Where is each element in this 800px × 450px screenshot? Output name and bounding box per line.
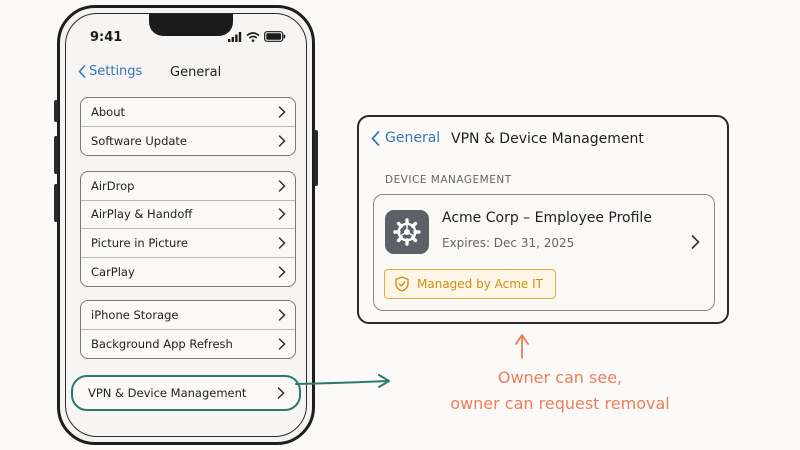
back-to-settings-button[interactable]: Settings (78, 64, 142, 79)
chevron-right-icon (278, 208, 286, 220)
battery-icon (264, 31, 286, 42)
teal-pointer-arrow (295, 374, 390, 388)
gear-icon (393, 218, 421, 246)
settings-item-iphone-storage[interactable]: iPhone Storage (81, 301, 295, 330)
chevron-right-icon (278, 237, 286, 249)
settings-item-label: VPN & Device Management (88, 386, 247, 400)
back-to-general-button[interactable]: General (371, 130, 440, 146)
chevron-right-icon (691, 235, 700, 249)
chevron-right-icon (277, 387, 285, 399)
chevron-left-icon (371, 130, 380, 146)
profile-name: Acme Corp – Employee Profile (442, 210, 652, 226)
shield-check-icon (395, 276, 409, 292)
settings-item-label: About (91, 104, 126, 119)
settings-group-3: iPhone Storage Background App Refresh (80, 300, 296, 359)
settings-item-label: AirDrop (91, 178, 135, 193)
phone-screen: 9:41 Settings (65, 13, 307, 437)
chevron-right-icon (278, 338, 286, 350)
chevron-left-icon (78, 65, 86, 78)
settings-item-picture-in-picture[interactable]: Picture in Picture (81, 229, 295, 258)
settings-item-label: iPhone Storage (91, 307, 179, 322)
settings-item-label: CarPlay (91, 264, 135, 279)
settings-item-software-update[interactable]: Software Update (81, 127, 295, 156)
settings-item-carplay[interactable]: CarPlay (81, 258, 295, 287)
status-icons (228, 31, 286, 42)
profile-expiry: Expires: Dec 31, 2025 (442, 236, 575, 250)
settings-item-background-app-refresh[interactable]: Background App Refresh (81, 330, 295, 359)
signal-icon (228, 31, 242, 42)
annotation-line-1: Owner can see, (497, 368, 623, 387)
phone-volume-up (54, 136, 58, 174)
settings-item-airdrop[interactable]: AirDrop (81, 172, 295, 201)
section-header: DEVICE MANAGEMENT (385, 174, 512, 186)
phone-frame: 9:41 Settings (54, 5, 318, 445)
annotation-line-2: owner can request removal (450, 394, 670, 413)
managed-by-badge: Managed by Acme IT (384, 269, 556, 299)
phone-power-button (314, 130, 318, 186)
settings-group-1: About Software Update (80, 97, 296, 156)
device-management-card: General VPN & Device Management DEVICE M… (357, 115, 729, 324)
chevron-right-icon (278, 135, 286, 147)
managed-by-label: Managed by Acme IT (417, 277, 543, 291)
settings-item-label: AirPlay & Handoff (91, 207, 193, 222)
page-title: General (170, 65, 222, 80)
orange-up-arrow (515, 334, 529, 359)
chevron-right-icon (278, 266, 286, 278)
settings-item-about[interactable]: About (81, 98, 295, 127)
card-title: VPN & Device Management (451, 131, 644, 147)
back-label: General (385, 130, 441, 146)
phone-side-button (54, 100, 58, 122)
chevron-right-icon (278, 309, 286, 321)
settings-item-label: Picture in Picture (91, 235, 188, 250)
settings-item-airplay-handoff[interactable]: AirPlay & Handoff (81, 201, 295, 229)
profile-icon-tile (385, 210, 429, 254)
wifi-icon (246, 31, 260, 42)
phone-notch (149, 14, 233, 36)
settings-item-label: Software Update (91, 133, 187, 148)
settings-group-2: AirDrop AirPlay & Handoff Picture in Pic… (80, 171, 296, 287)
profile-row[interactable]: Acme Corp – Employee Profile Expires: De… (373, 194, 715, 311)
chevron-right-icon (278, 106, 286, 118)
phone-volume-down (54, 184, 58, 222)
back-label: Settings (89, 64, 143, 79)
status-time: 9:41 (90, 30, 123, 45)
settings-item-label: Background App Refresh (91, 336, 233, 351)
chevron-right-icon (278, 180, 286, 192)
settings-item-vpn-device-management[interactable]: VPN & Device Management (71, 375, 301, 411)
annotation-note: Owner can see, owner can request removal (400, 365, 720, 417)
